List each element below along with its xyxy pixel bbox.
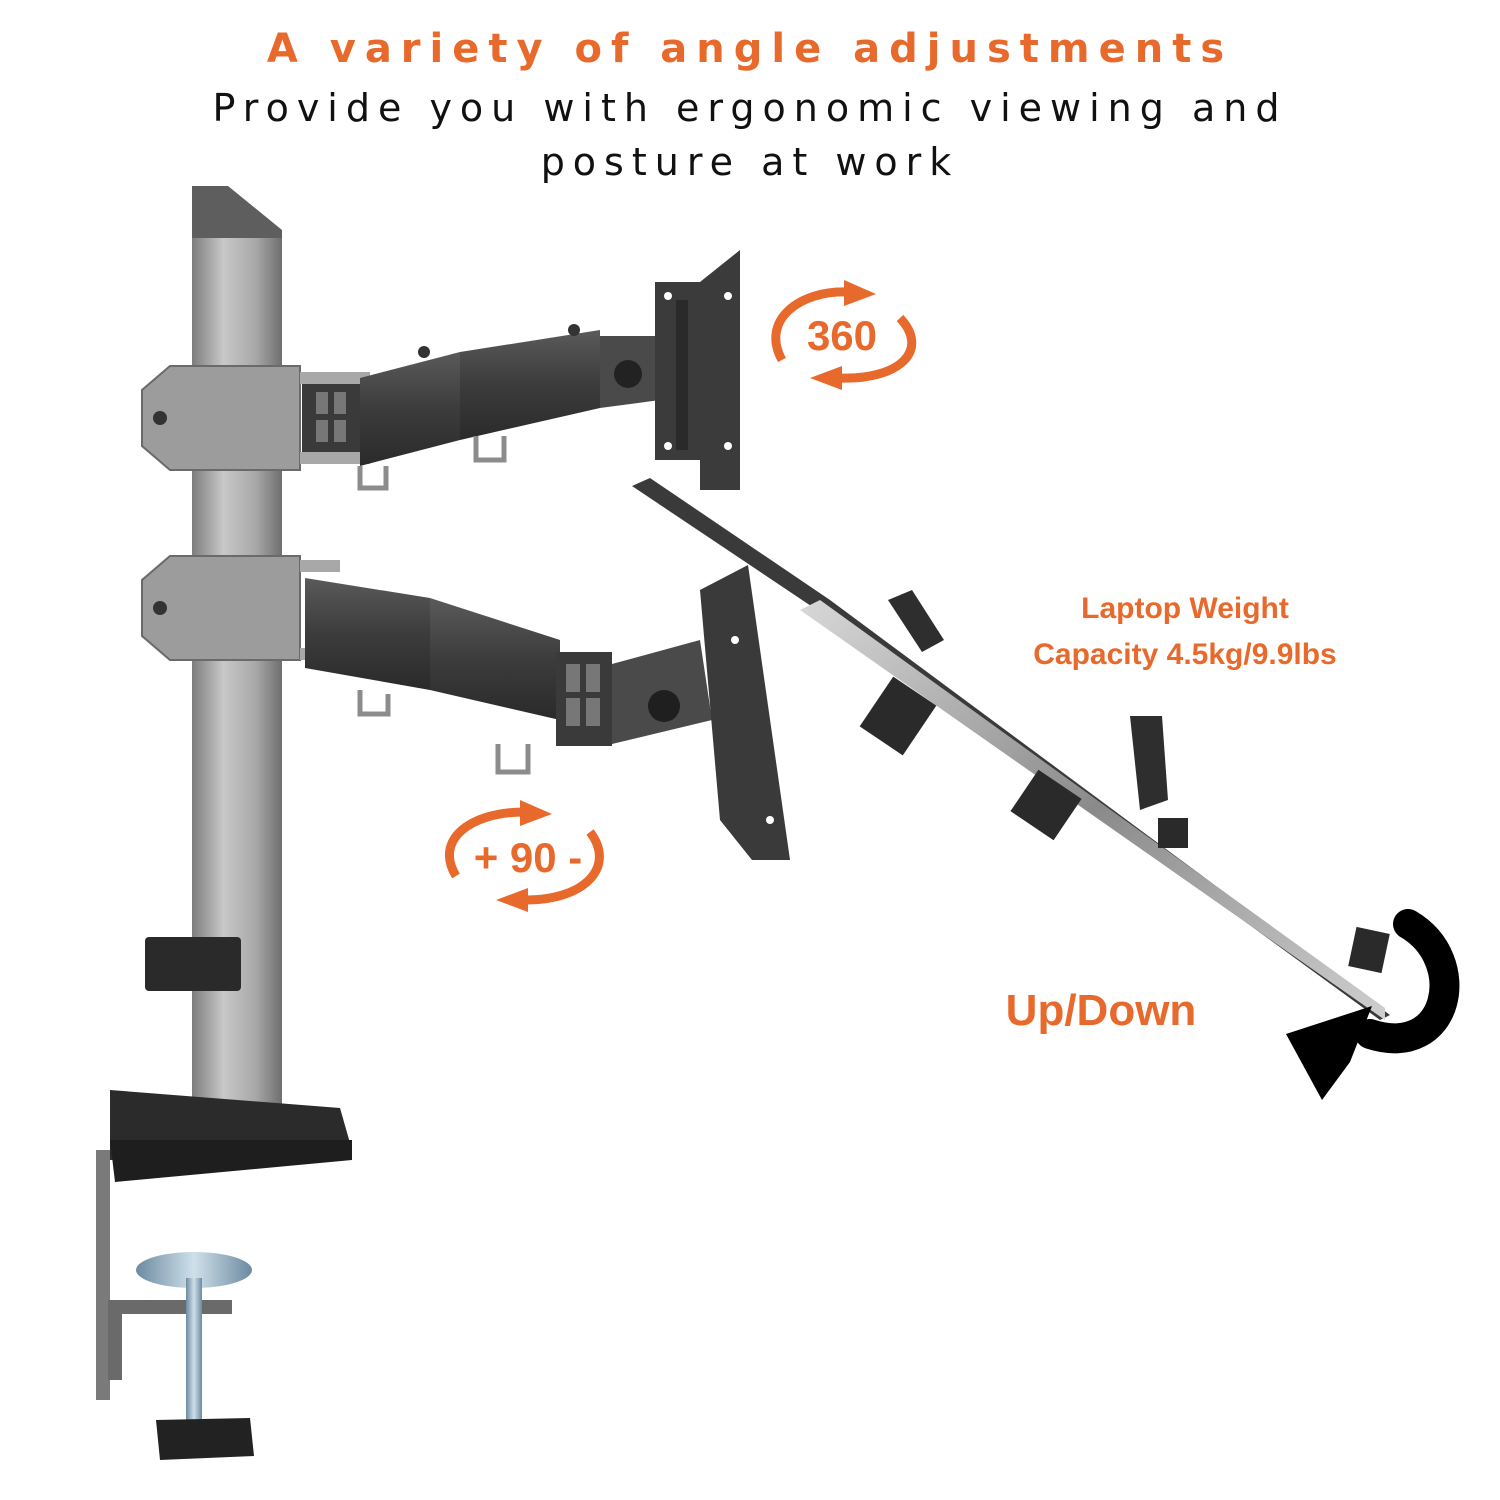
subheadline-line-2: posture at work xyxy=(540,140,960,184)
desk-clamp-base xyxy=(96,1090,352,1460)
lower-vesa-plate xyxy=(700,565,790,860)
headline: A variety of angle adjustments xyxy=(266,26,1234,72)
upper-vesa-plate xyxy=(655,250,740,490)
laptop-weight-label-line-2: Capacity 4.5kg/9.9lbs xyxy=(1033,638,1337,671)
tilt-90-label: + 90 - xyxy=(473,834,583,881)
rotation-360-label: 360 xyxy=(806,312,878,359)
laptop-tray xyxy=(632,478,1390,1020)
up-down-label: Up/Down xyxy=(1005,986,1197,1035)
curved-arrow-down-left-icon xyxy=(1286,909,1460,1100)
tilt-90-arrows-icon xyxy=(445,800,604,912)
cable-clip xyxy=(145,937,241,991)
subheadline-line-1: Provide you with ergonomic viewing and xyxy=(212,86,1288,130)
lower-arm xyxy=(305,578,712,775)
upper-collar xyxy=(141,365,370,471)
rotate-360-arrows-icon xyxy=(771,280,917,390)
upper-arm xyxy=(357,324,660,491)
laptop-weight-label-line-1: Laptop Weight xyxy=(1081,592,1289,625)
